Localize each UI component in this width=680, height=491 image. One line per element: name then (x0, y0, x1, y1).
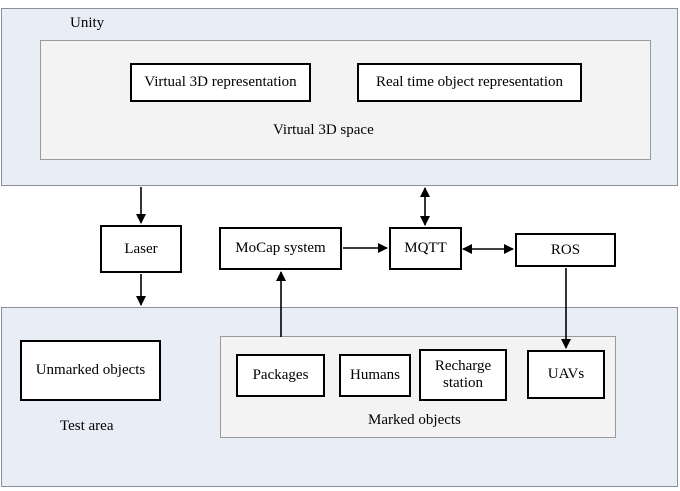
virtual-3d-representation-box: Virtual 3D representation (130, 63, 311, 102)
marked-objects-label: Marked objects (368, 412, 461, 428)
mocap-system-box: MoCap system (219, 227, 342, 270)
unmarked-objects-box: Unmarked objects (20, 340, 161, 401)
laser-box: Laser (100, 225, 182, 273)
uavs-box: UAVs (527, 350, 605, 399)
recharge-station-line2: station (443, 375, 483, 391)
test-area-label: Test area (60, 418, 114, 434)
real-time-object-representation-box: Real time object representation (357, 63, 582, 102)
recharge-station-line1: Recharge (434, 358, 492, 374)
ros-box: ROS (515, 233, 616, 267)
mqtt-box: MQTT (389, 227, 462, 270)
humans-box: Humans (339, 354, 411, 397)
packages-box: Packages (236, 354, 325, 397)
recharge-station-box: Recharge station (419, 349, 507, 401)
virtual-3d-space-label: Virtual 3D space (273, 122, 374, 138)
unity-title: Unity (70, 15, 105, 31)
